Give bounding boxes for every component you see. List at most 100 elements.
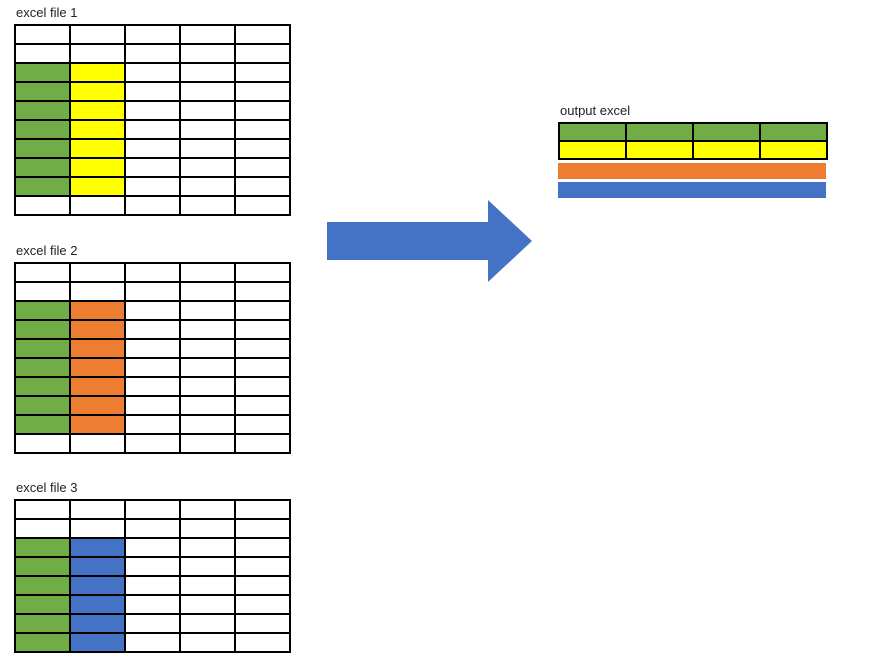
grid-cell [234, 43, 291, 64]
grid-cell [14, 319, 71, 340]
grid-cell [14, 632, 71, 653]
grid-cell [234, 100, 291, 121]
table-row [14, 556, 291, 577]
grid-cell [69, 338, 126, 359]
excel-file-3-table [14, 499, 291, 653]
grid-cell [234, 138, 291, 159]
grid-cell [234, 319, 291, 340]
grid-cell [69, 281, 126, 302]
grid-cell [179, 100, 236, 121]
excel-file-2-table [14, 262, 291, 454]
grid-cell [14, 613, 71, 634]
grid-cell [69, 594, 126, 615]
output-bar-orange [558, 163, 826, 179]
table-row [14, 319, 291, 340]
excel-file-2-group: excel file 2 [14, 243, 291, 454]
grid-cell [69, 575, 126, 596]
grid-cell [69, 357, 126, 378]
grid-cell [124, 556, 181, 577]
grid-cell [234, 537, 291, 558]
grid-cell [234, 195, 291, 216]
grid-cell [179, 176, 236, 197]
table-row [14, 176, 291, 197]
grid-cell [759, 122, 828, 142]
grid-cell [69, 613, 126, 634]
grid-cell [234, 376, 291, 397]
grid-cell [14, 575, 71, 596]
table-row [14, 338, 291, 359]
table-row [14, 575, 291, 596]
grid-cell [179, 319, 236, 340]
grid-cell [14, 594, 71, 615]
table-row [14, 262, 291, 283]
grid-cell [179, 594, 236, 615]
grid-cell [124, 195, 181, 216]
grid-cell [69, 414, 126, 435]
grid-cell [124, 43, 181, 64]
grid-cell [179, 376, 236, 397]
grid-cell [234, 357, 291, 378]
grid-cell [14, 281, 71, 302]
grid-cell [124, 338, 181, 359]
grid-cell [14, 43, 71, 64]
table-row [558, 140, 828, 160]
output-bar-blue [558, 182, 826, 198]
grid-cell [234, 632, 291, 653]
grid-cell [234, 157, 291, 178]
grid-cell [69, 138, 126, 159]
table-row [14, 157, 291, 178]
grid-cell [69, 62, 126, 83]
grid-cell [179, 499, 236, 520]
grid-cell [124, 157, 181, 178]
grid-cell [625, 140, 694, 160]
output-excel-table [558, 122, 828, 160]
grid-cell [124, 433, 181, 454]
grid-cell [69, 119, 126, 140]
table-row [14, 300, 291, 321]
grid-cell [179, 43, 236, 64]
grid-cell [69, 176, 126, 197]
grid-cell [179, 300, 236, 321]
table-row [14, 594, 291, 615]
grid-cell [759, 140, 828, 160]
grid-cell [124, 594, 181, 615]
grid-cell [234, 395, 291, 416]
grid-cell [179, 537, 236, 558]
grid-cell [14, 119, 71, 140]
grid-cell [124, 319, 181, 340]
grid-cell [14, 518, 71, 539]
table-row [14, 395, 291, 416]
grid-cell [234, 300, 291, 321]
grid-cell [14, 24, 71, 45]
grid-cell [558, 140, 627, 160]
table-row [14, 537, 291, 558]
output-excel-label: output excel [560, 103, 631, 118]
grid-cell [124, 119, 181, 140]
table-row [14, 376, 291, 397]
grid-cell [124, 499, 181, 520]
grid-cell [179, 81, 236, 102]
excel-file-2-label: excel file 2 [16, 243, 78, 258]
grid-cell [14, 357, 71, 378]
grid-cell [179, 62, 236, 83]
grid-cell [179, 613, 236, 634]
grid-cell [14, 81, 71, 102]
grid-cell [692, 122, 761, 142]
grid-cell [234, 594, 291, 615]
grid-cell [124, 138, 181, 159]
grid-cell [69, 100, 126, 121]
grid-cell [234, 499, 291, 520]
table-row [14, 119, 291, 140]
grid-cell [558, 122, 627, 142]
grid-cell [14, 338, 71, 359]
grid-cell [124, 176, 181, 197]
grid-cell [14, 176, 71, 197]
grid-cell [14, 556, 71, 577]
grid-cell [234, 24, 291, 45]
grid-cell [69, 518, 126, 539]
grid-cell [14, 433, 71, 454]
table-row [14, 138, 291, 159]
grid-cell [124, 300, 181, 321]
excel-file-3-label: excel file 3 [16, 480, 78, 495]
